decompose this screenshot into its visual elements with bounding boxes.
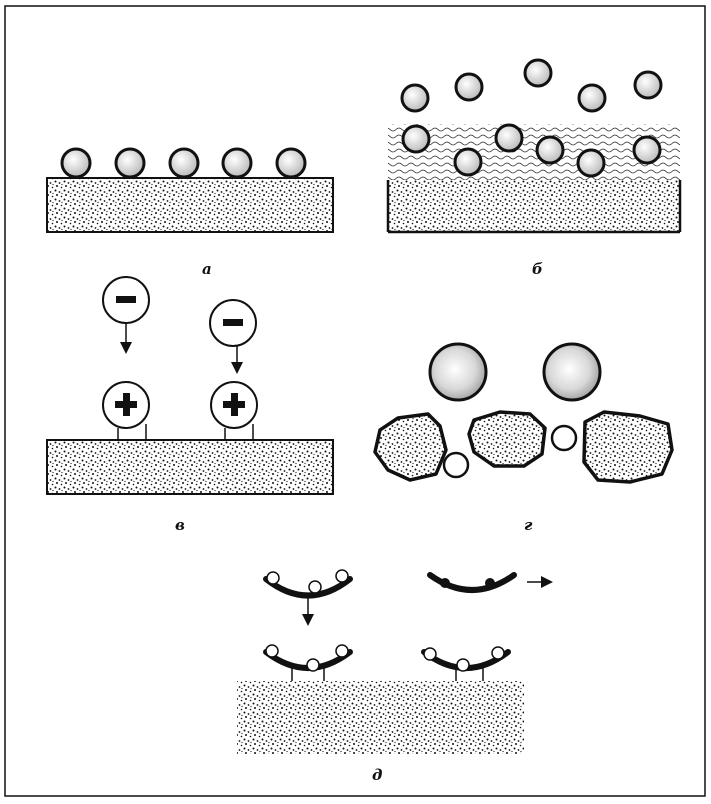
panel-label-b: б (532, 260, 543, 278)
enzyme-ball (494, 123, 524, 153)
small-ball (442, 451, 470, 479)
ion-pair (209, 299, 258, 440)
support-granule (582, 410, 674, 484)
filled-ball (440, 578, 450, 588)
small-ball (265, 644, 279, 658)
support-slab (46, 439, 334, 495)
small-ball (550, 424, 578, 452)
large-ball (542, 342, 602, 402)
small-ball (335, 569, 349, 583)
enzyme-ball (275, 147, 307, 179)
enzyme-ball (221, 147, 253, 179)
enzyme-ball (168, 147, 200, 179)
carrier-cup (427, 572, 517, 593)
panel-a: а (46, 147, 334, 278)
support-slab (237, 681, 524, 754)
minus-sign-icon (116, 296, 136, 303)
filled-ball (485, 578, 495, 588)
panel-b: б (386, 58, 682, 278)
enzyme-ball (576, 148, 606, 178)
support-granule (467, 410, 547, 468)
minus-sign-icon (223, 319, 243, 326)
small-ball (423, 647, 437, 661)
panel-label-e: д (372, 766, 382, 784)
enzyme-ball (401, 124, 431, 154)
small-ball (266, 571, 280, 585)
carrier-cup (263, 576, 353, 599)
large-ball (428, 342, 488, 402)
panel-label-c: в (175, 516, 185, 534)
enzyme-ball (577, 83, 607, 113)
support-slab (46, 177, 334, 233)
support-slab (388, 180, 680, 232)
enzyme-ball (535, 135, 565, 165)
enzyme-ball (400, 83, 430, 113)
small-ball (491, 646, 505, 660)
panel-label-a: а (202, 260, 212, 278)
enzyme-ball (633, 70, 663, 100)
small-ball (306, 658, 320, 672)
plus-sign-icon-vertical (231, 393, 238, 416)
figure-frame (4, 5, 706, 797)
enzyme-ball (60, 147, 92, 179)
small-ball (308, 580, 322, 594)
enzyme-ball (454, 72, 484, 102)
panel-c: в (46, 276, 334, 534)
enzyme-ball (523, 58, 553, 88)
small-ball (456, 658, 470, 672)
small-ball (335, 644, 349, 658)
plus-sign-icon-vertical (123, 393, 130, 416)
enzyme-ball (453, 147, 483, 177)
support-granule (373, 412, 448, 482)
panel-label-d: г (524, 516, 533, 534)
ion-pair (102, 276, 150, 440)
panel-e: д (237, 569, 553, 784)
gel-layer (388, 124, 680, 182)
enzyme-ball (632, 135, 662, 165)
panel-d: г (373, 342, 674, 534)
enzyme-ball (114, 147, 146, 179)
